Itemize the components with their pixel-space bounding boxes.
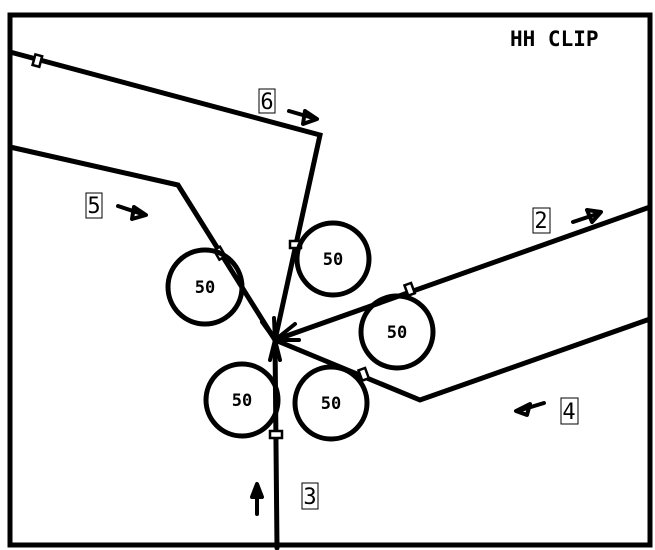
svg-text:50: 50 [321,394,341,414]
detector-mark-6-top [31,52,44,69]
speed-circle-left: 50 [165,247,245,327]
approach-label-3: 3 [301,482,319,510]
speed-circle-right: 50 [358,293,436,371]
svg-text:5: 5 [87,194,100,219]
road-line-4 [272,316,653,403]
svg-text:4: 4 [562,400,575,425]
direction-arrow-2 [571,208,603,224]
direction-arrow-4 [514,401,546,417]
speed-circle-lower-right: 50 [292,364,370,442]
approach-label-6: 6 [258,88,276,115]
approach-label-2: 2 [532,207,551,234]
diagram-frame [7,12,653,548]
svg-text:50: 50 [195,278,215,298]
direction-arrow-3 [250,482,264,516]
approach-label-5: 5 [85,192,103,219]
direction-arrow-6 [287,109,319,126]
road-line-6 [7,49,323,343]
junction-arrowhead-5 [260,316,277,342]
svg-text:2: 2 [534,209,547,234]
direction-arrow-5 [116,204,148,221]
road-line-2 [272,204,653,343]
speed-circle-upper-center: 50 [294,220,372,298]
svg-text:50: 50 [232,391,252,411]
diagram-title: HH CLIP [510,27,599,51]
svg-text:6: 6 [260,90,273,115]
svg-text:50: 50 [323,250,343,270]
road-line-3 [272,337,280,550]
detector-mark-2 [402,281,417,298]
detector-mark-4 [356,366,371,383]
svg-text:3: 3 [303,485,316,510]
approach-label-4: 4 [560,397,579,425]
svg-text:50: 50 [387,323,407,343]
junction-arrowhead-3 [268,338,282,362]
speed-circle-lower-left: 50 [203,361,281,439]
detector-mark-3 [268,429,284,440]
